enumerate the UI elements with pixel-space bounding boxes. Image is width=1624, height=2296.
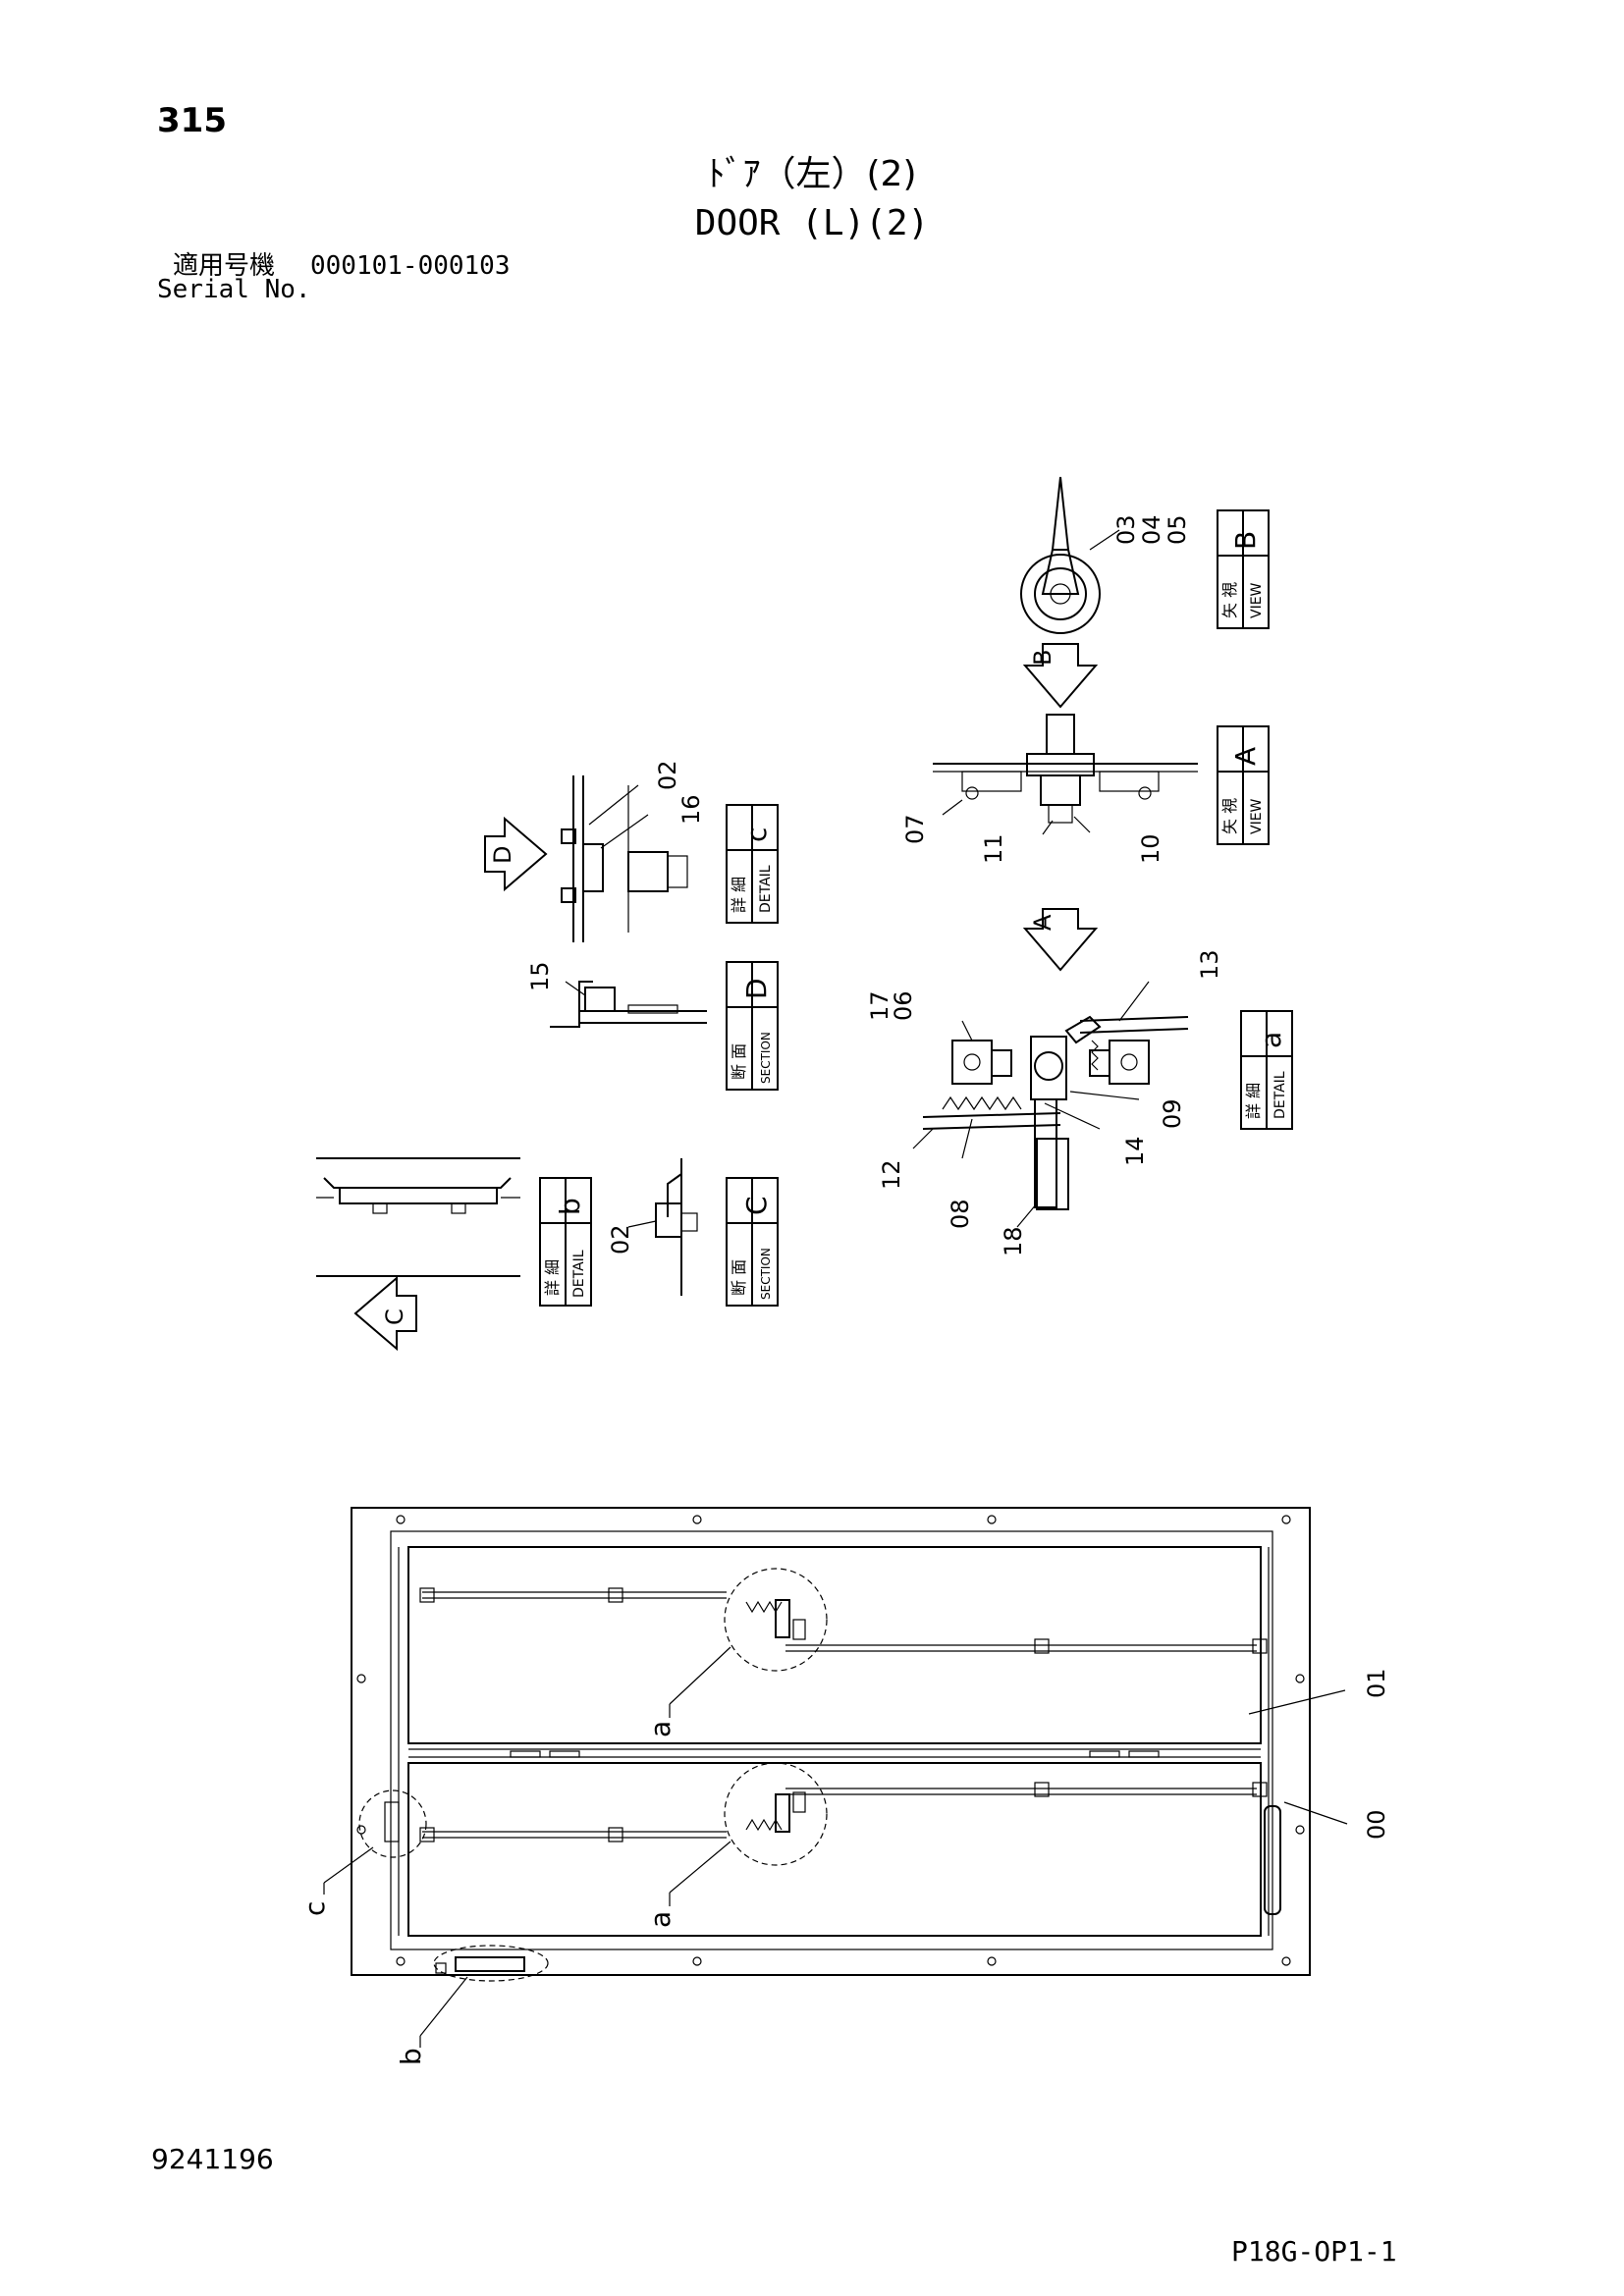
label-detail-c: 詳 細 DETAIL c [726, 804, 779, 924]
label-detail-a: 詳 細 DETAIL a [1240, 1010, 1293, 1130]
arrow-d-letter: D [489, 846, 516, 864]
callout-00: 00 [1363, 1809, 1390, 1840]
title-english: DOOR (L)(2) [694, 203, 930, 243]
section-c-drawing [627, 1158, 698, 1296]
page-number: 315 [157, 101, 227, 140]
view-b-en: VIEW [1249, 582, 1265, 618]
detail-b-letter: b [554, 1198, 586, 1215]
view-a-jp: 矢 視 [1220, 798, 1239, 834]
view-a-letter: A [1229, 747, 1262, 766]
label-section-c: 断 面 SECTION C [726, 1177, 779, 1307]
detail-b-en: DETAIL [571, 1250, 587, 1298]
callout-12: 12 [878, 1159, 905, 1190]
callout-10: 10 [1137, 833, 1164, 864]
detail-c-drawing [561, 775, 688, 942]
callout-02-top: 02 [654, 760, 681, 790]
callout-09: 09 [1159, 1098, 1186, 1129]
detail-a-en: DETAIL [1272, 1071, 1288, 1119]
detail-b-drawing [316, 1157, 520, 1277]
view-b-letter: B [1229, 531, 1262, 550]
callout-18: 18 [1000, 1226, 1027, 1256]
ref-a-lower: a [644, 1911, 677, 1928]
detail-a-drawing [912, 981, 1189, 1228]
callout-05: 05 [1164, 514, 1191, 545]
detail-a-letter: a [1255, 1032, 1287, 1048]
ref-c: c [298, 1901, 331, 1916]
label-view-b: 矢 視 VIEW B [1217, 509, 1270, 629]
detail-a-jp: 詳 細 [1244, 1083, 1263, 1119]
callout-16: 16 [677, 794, 705, 825]
callout-03: 03 [1112, 514, 1140, 545]
view-a-lock-drawing [933, 714, 1198, 835]
door-assembly-drawing [323, 1507, 1348, 2048]
title-japanese: ﾄﾞｱ（左）(2) [707, 154, 917, 194]
detail-c-jp: 詳 細 [730, 877, 748, 913]
detail-b-jp: 詳 細 [543, 1259, 562, 1296]
serial-label-japanese: 適用号機 [173, 251, 276, 281]
callout-11: 11 [980, 833, 1007, 864]
arrow-b: B [1022, 643, 1099, 709]
section-d-jp: 断 面 [730, 1043, 748, 1080]
serial-range: 000101-000103 [310, 251, 511, 281]
section-c-jp: 断 面 [730, 1259, 748, 1296]
callout-04: 04 [1138, 514, 1165, 545]
arrow-a: A [1022, 908, 1099, 972]
label-detail-b: 詳 細 DETAIL b [539, 1177, 592, 1307]
section-d-en: SECTION [759, 1032, 773, 1084]
arrow-b-letter: B [1029, 650, 1056, 666]
view-a-en: VIEW [1249, 798, 1265, 834]
arrow-a-letter: A [1029, 914, 1056, 931]
view-b-jp: 矢 視 [1220, 582, 1239, 618]
serial-label-english: Serial No. [157, 275, 311, 304]
arrow-d: D [484, 816, 548, 892]
ref-a-upper: a [644, 1721, 677, 1737]
arrow-c: C [353, 1275, 417, 1352]
sheet-code: P18G-OP1-1 [1231, 2235, 1397, 2268]
view-b-handle-drawing [1020, 476, 1120, 634]
callout-01: 01 [1363, 1668, 1390, 1698]
callout-06: 06 [890, 990, 917, 1021]
ref-b: b [395, 2048, 427, 2065]
section-d-letter: D [740, 978, 773, 999]
callout-15: 15 [526, 961, 554, 991]
callout-02-bottom: 02 [607, 1224, 634, 1255]
label-section-d: 断 面 SECTION D [726, 961, 779, 1091]
document-number: 9241196 [151, 2143, 274, 2175]
section-d-drawing [550, 981, 707, 1028]
callout-13: 13 [1196, 949, 1223, 980]
label-view-a: 矢 視 VIEW A [1217, 725, 1270, 845]
arrow-c-letter: C [381, 1308, 408, 1325]
callout-17: 17 [866, 990, 893, 1021]
callout-14: 14 [1121, 1136, 1149, 1166]
section-c-en: SECTION [759, 1248, 773, 1300]
section-c-letter: C [740, 1196, 773, 1215]
detail-c-letter: c [740, 828, 773, 842]
callout-08: 08 [947, 1199, 974, 1229]
callout-07: 07 [901, 814, 929, 844]
callout-03-04-05: 03 04 05 [1112, 514, 1191, 545]
detail-c-en: DETAIL [758, 865, 774, 913]
